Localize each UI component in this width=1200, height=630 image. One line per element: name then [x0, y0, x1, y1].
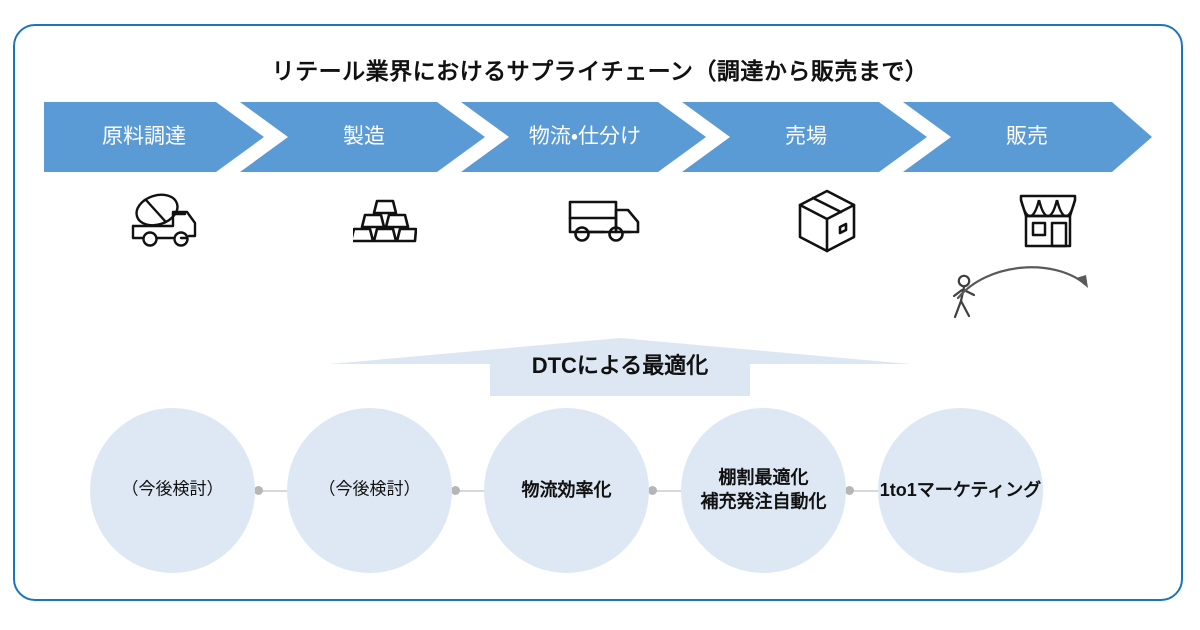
banner-arrow — [330, 338, 910, 396]
delivery-truck-icon — [546, 186, 666, 256]
supply-chain-band — [44, 102, 1152, 172]
connector-line-2 — [455, 490, 507, 492]
optimization-circle-2[interactable] — [287, 408, 452, 573]
storefront-icon — [988, 186, 1108, 256]
page-title: リテール業界におけるサプライチェーン（調達から販売まで） — [271, 58, 929, 84]
optimization-label-3: 物流効率化 — [521, 479, 612, 500]
band-chevron-separators — [216, 102, 951, 172]
connector-dot-2a — [451, 486, 460, 495]
optimization-label-4-line-2: 補充発注自動化 — [700, 492, 827, 512]
curved-arrow-icon — [956, 266, 1088, 300]
dtc-banner-shape — [330, 336, 910, 396]
optimization-node-row: （今後検討） （今後検討） 物流効率化 棚割最適化 補充発注自動化 1to1マー… — [0, 408, 1200, 573]
optimization-label-4: 棚割最適化 補充発注自動化 — [681, 466, 846, 515]
connector-dot-1a — [254, 486, 263, 495]
connector-dot-3a — [648, 486, 657, 495]
shopper-flow — [930, 250, 1120, 330]
optimization-circle-3[interactable] — [484, 408, 649, 573]
connector-dot-4a — [845, 486, 854, 495]
optimization-label-1: （今後検討） — [121, 479, 224, 499]
walking-person-icon — [952, 274, 976, 319]
optimization-circle-5[interactable] — [878, 408, 1043, 573]
connector-line-3 — [652, 490, 704, 492]
dtc-banner-label: DTCによる最適化 — [531, 353, 709, 378]
band-body — [44, 102, 1152, 172]
optimization-circle-1[interactable] — [90, 408, 255, 573]
optimization-label-5: 1to1マーケティング — [879, 479, 1042, 500]
connector-line-1 — [258, 490, 310, 492]
stage-icon-row — [0, 186, 1200, 256]
ingot-stack-icon — [325, 186, 445, 256]
optimization-label-4-line-1: 棚割最適化 — [718, 467, 809, 488]
optimization-label-2: （今後検討） — [318, 479, 421, 499]
package-box-icon — [767, 186, 887, 256]
optimization-circle-4[interactable] — [681, 408, 846, 573]
connector-line-4 — [849, 490, 901, 492]
cement-mixer-truck-icon — [104, 186, 224, 256]
